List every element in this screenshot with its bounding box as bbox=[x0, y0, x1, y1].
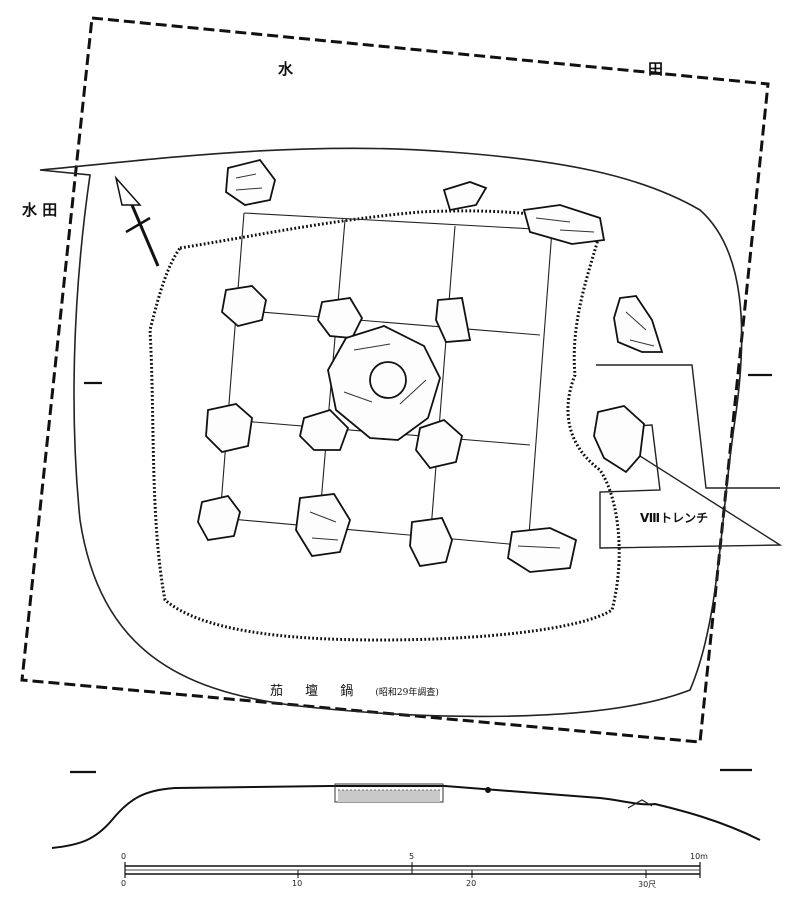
stone bbox=[205, 403, 253, 453]
scale-tick-s-20: 20 bbox=[466, 879, 477, 888]
stones bbox=[197, 158, 664, 573]
stone bbox=[409, 517, 453, 567]
stone-texture bbox=[235, 173, 655, 549]
caption-title: 茄 壇 鍋 bbox=[270, 684, 363, 699]
stone bbox=[613, 295, 664, 353]
stone bbox=[442, 181, 488, 212]
scale-tick-m-10: 10m bbox=[690, 852, 708, 861]
scale-tick-m-0: 0 bbox=[121, 852, 127, 861]
stone bbox=[299, 408, 350, 451]
paddy-field-label-left: 水 田 bbox=[22, 201, 58, 219]
stone bbox=[593, 405, 645, 474]
stone bbox=[225, 158, 276, 206]
trench-label: Ⅷトレンチ bbox=[640, 511, 709, 525]
scale-tick-m-5: 5 bbox=[409, 852, 415, 861]
stone bbox=[295, 493, 351, 557]
stone bbox=[197, 494, 241, 541]
plan-caption: 茄 壇 鍋 (昭和29年調査) bbox=[270, 680, 439, 699]
mound-outline-outer bbox=[39, 147, 743, 718]
stone bbox=[522, 204, 606, 245]
central-stone bbox=[327, 325, 441, 441]
stone bbox=[435, 297, 472, 343]
paddy-field-label-top: 水 田 bbox=[278, 60, 800, 78]
scale-tick-s-0: 0 bbox=[121, 879, 127, 888]
scale-tick-s-30: 30尺 bbox=[638, 880, 657, 889]
stone bbox=[221, 285, 267, 327]
edge-markers bbox=[70, 373, 772, 774]
stone bbox=[415, 418, 463, 470]
mound-outline-inner bbox=[148, 209, 621, 642]
stone bbox=[507, 527, 578, 573]
scale-bar bbox=[124, 862, 701, 878]
north-arrow bbox=[114, 175, 160, 267]
central-circle bbox=[369, 361, 407, 399]
survey-boundary bbox=[20, 16, 770, 744]
scale-tick-s-10: 10 bbox=[292, 879, 303, 888]
caption-note: (昭和29年調査) bbox=[375, 688, 439, 698]
stone bbox=[317, 297, 364, 339]
section-profile bbox=[51, 783, 761, 849]
